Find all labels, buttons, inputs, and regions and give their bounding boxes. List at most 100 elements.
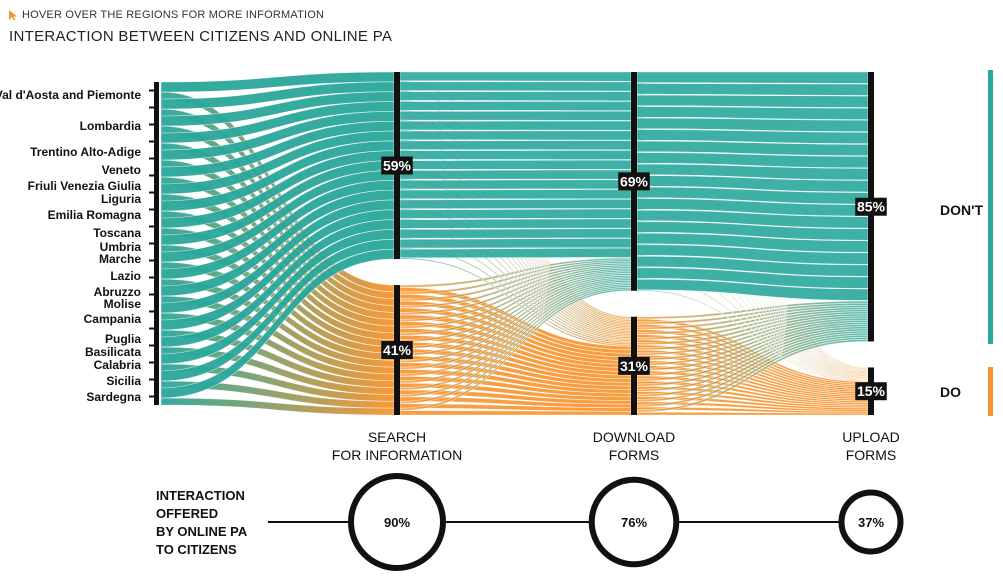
region-tick	[149, 395, 155, 398]
region-label[interactable]: Campania	[84, 312, 142, 326]
flow-dont-dont[interactable]	[399, 218, 632, 229]
flow-dont-dont[interactable]	[636, 106, 869, 120]
flow-dont-dont[interactable]	[399, 238, 632, 249]
category-legend: DON'T DO	[940, 70, 993, 416]
offered-section: INTERACTION OFFERED BY ONLINE PA TO CITIZEN…	[156, 473, 904, 571]
flow-dont-dont[interactable]	[636, 83, 869, 96]
dont-label: DON'T	[940, 202, 983, 218]
region-tick	[149, 242, 155, 245]
hover-hint: HOVER OVER THE REGIONS FOR MORE INFORMAT…	[8, 9, 324, 21]
flow-do-do[interactable]	[399, 410, 632, 416]
region-tick	[149, 327, 155, 330]
dont-legend-bar	[988, 70, 993, 344]
offered-label: OFFERED	[156, 506, 218, 521]
flow-dont-dont[interactable]	[636, 94, 869, 108]
stage-label: UPLOAD	[842, 429, 900, 445]
flow-dont-dont[interactable]	[399, 159, 632, 170]
hint-text: HOVER OVER THE REGIONS FOR MORE INFORMAT…	[22, 9, 325, 21]
flows	[160, 71, 869, 416]
region-label[interactable]: Molise	[104, 297, 142, 311]
pct-label-dont: 85%	[857, 199, 886, 215]
offered-circle[interactable]	[588, 476, 680, 568]
pct-label-do: 15%	[857, 383, 886, 399]
stage-label: DOWNLOAD	[593, 429, 675, 445]
region-tick	[149, 276, 155, 279]
pct-label-bg	[618, 356, 650, 375]
region-tick	[149, 293, 155, 296]
offered-value: 37%	[858, 515, 884, 530]
region-label[interactable]: Val d'Aosta and Piemonte	[0, 88, 141, 102]
offered-circle[interactable]	[838, 489, 904, 555]
offered-label: TO CITIZENS	[156, 542, 237, 557]
flow-dont-dont[interactable]	[399, 130, 632, 141]
flow-dont-dont[interactable]	[399, 120, 632, 131]
region-tick	[149, 89, 155, 92]
offered-label: INTERACTION	[156, 488, 245, 503]
flow-dont-dont[interactable]	[399, 179, 632, 190]
region-tick	[149, 344, 155, 347]
stage-label: FOR INFORMATION	[332, 447, 462, 463]
region-tick	[149, 225, 155, 228]
pct-label-bg	[855, 197, 887, 216]
flow-dont-dont[interactable]	[399, 169, 632, 180]
offered-label: BY ONLINE PA	[156, 524, 248, 539]
region-tick	[149, 378, 155, 381]
region-label[interactable]: Puglia	[105, 332, 141, 346]
flow-dont-dont[interactable]	[399, 189, 632, 200]
flow-dont-dont[interactable]	[399, 110, 632, 121]
region-label[interactable]: Abruzzo	[94, 285, 141, 299]
pct-label-do: 31%	[620, 358, 649, 374]
region-label[interactable]: Sardegna	[86, 390, 141, 404]
region-tick	[149, 259, 155, 262]
region-tick	[149, 140, 155, 143]
offered-value: 90%	[384, 515, 410, 530]
percent-labels: 59%41%69%31%85%15%	[381, 156, 887, 401]
flow-dont-dont[interactable]	[399, 101, 632, 111]
region-label[interactable]: Basilicata	[85, 345, 141, 359]
region-label[interactable]: Lombardia	[80, 119, 142, 133]
flow-dont-dont[interactable]	[399, 198, 632, 209]
region-label[interactable]: Marche	[99, 252, 141, 266]
region-tick	[149, 106, 155, 109]
region-label[interactable]: Lazio	[110, 269, 141, 283]
region-tick	[149, 174, 155, 177]
pct-label-do: 41%	[383, 342, 412, 358]
flow-dont-dont[interactable]	[636, 71, 869, 84]
flow-dont-dont[interactable]	[399, 81, 632, 92]
region-label[interactable]: Friuli Venezia Giulia	[28, 179, 142, 193]
region-label[interactable]: Toscana	[93, 226, 141, 240]
do-legend-bar	[988, 367, 993, 416]
region-tick	[149, 123, 155, 126]
flow-dont-dont[interactable]	[399, 91, 632, 102]
flow-dont-dont[interactable]	[399, 140, 632, 151]
region-label[interactable]: Liguria	[101, 192, 141, 206]
do-label: DO	[940, 384, 961, 400]
region-tick	[149, 208, 155, 211]
region-label[interactable]: Sicilia	[106, 374, 141, 388]
pct-label-bg	[381, 341, 413, 360]
region-label[interactable]: Veneto	[102, 163, 141, 177]
flow-dont-dont[interactable]	[399, 149, 632, 160]
stage-label: FORMS	[609, 447, 660, 463]
stage-label: FORMS	[846, 447, 897, 463]
flow-dont-dont[interactable]	[399, 208, 632, 219]
flow-dont-dont[interactable]	[399, 71, 632, 82]
pct-label-dont: 59%	[383, 158, 412, 174]
pct-label-bg	[381, 156, 413, 175]
offered-circle[interactable]	[348, 473, 446, 571]
flow-dont-dont[interactable]	[399, 247, 632, 259]
region-tick	[149, 310, 155, 313]
page-title: INTERACTION BETWEEN CITIZENS AND ONLINE …	[9, 28, 393, 45]
region-label[interactable]: Emilia Romagna	[48, 208, 142, 222]
flow-do-dont[interactable]	[399, 288, 632, 411]
region-label[interactable]: Calabria	[94, 358, 142, 372]
region-tick	[149, 361, 155, 364]
offered-value: 76%	[621, 515, 647, 530]
region-label[interactable]: Trentino Alto-Adige	[30, 145, 141, 159]
pct-label-bg	[855, 382, 887, 401]
region-bar	[154, 82, 159, 405]
region-label[interactable]: Umbria	[100, 240, 142, 254]
flow-dont-dont[interactable]	[399, 228, 632, 239]
